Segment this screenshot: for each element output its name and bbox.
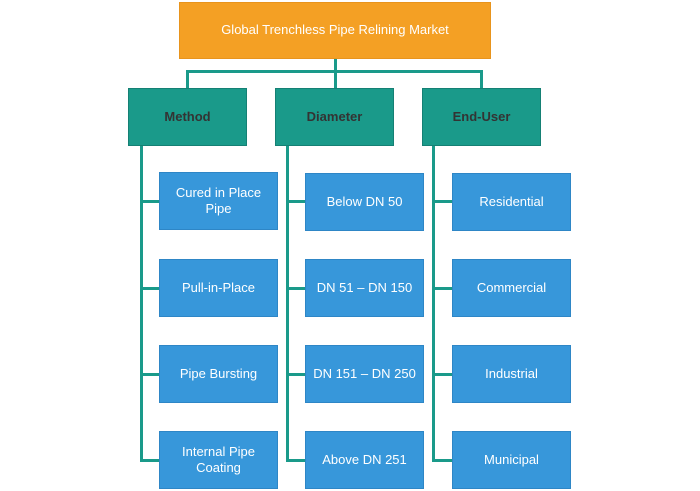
enduser-branch-line [432,373,452,376]
leaf-label: DN 51 – DN 150 [316,279,413,295]
leaf-node: DN 51 – DN 150 [305,259,424,317]
leaf-label: Pull-in-Place [182,279,255,295]
leaf-label: Commercial [476,279,547,295]
category-label: Diameter [306,108,363,124]
diameter-drop-line [334,70,337,88]
category-method: Method [128,88,247,146]
leaf-node: Commercial [452,259,571,317]
diameter-branch-line [286,459,305,462]
leaf-node: DN 151 – DN 250 [305,345,424,403]
root-stem-line [334,59,337,71]
leaf-label: Industrial [485,365,538,381]
leaf-label: Below DN 50 [326,193,403,209]
leaf-node: Internal Pipe Coating [159,431,278,489]
enduser-drop-line [480,70,483,88]
leaf-label: Above DN 251 [322,451,407,467]
enduser-branch-line [432,459,452,462]
leaf-node: Industrial [452,345,571,403]
leaf-label: DN 151 – DN 250 [313,365,416,381]
leaf-node: Pipe Bursting [159,345,278,403]
leaf-label: Pipe Bursting [179,365,258,381]
leaf-node: Pull-in-Place [159,259,278,317]
method-branch-line [140,287,159,290]
leaf-node: Below DN 50 [305,173,424,231]
category-diameter: Diameter [275,88,394,146]
leaf-node: Above DN 251 [305,431,424,489]
leaf-label: Internal Pipe Coating [182,443,255,475]
diameter-branch-line [286,287,305,290]
method-drop-line [186,70,189,88]
category-end-user: End-User [422,88,541,146]
category-label: End-User [452,108,511,124]
diameter-spine-line [286,146,289,462]
method-branch-line [140,200,159,203]
method-spine-line [140,146,143,462]
enduser-branch-line [432,200,452,203]
enduser-spine-line [432,146,435,462]
enduser-branch-line [432,287,452,290]
method-branch-line [140,373,159,376]
root-label: Global Trenchless Pipe Relining Market [221,22,449,38]
category-label: Method [164,108,211,124]
leaf-label: Municipal [484,451,539,467]
root-node: Global Trenchless Pipe Relining Market [179,2,491,59]
diameter-branch-line [286,373,305,376]
leaf-label: Cured in Place Pipe [175,184,262,216]
diameter-branch-line [286,200,305,203]
method-branch-line [140,459,159,462]
leaf-node: Cured in Place Pipe [159,172,278,230]
leaf-label: Residential [479,193,544,209]
leaf-node: Residential [452,173,571,231]
leaf-node: Municipal [452,431,571,489]
